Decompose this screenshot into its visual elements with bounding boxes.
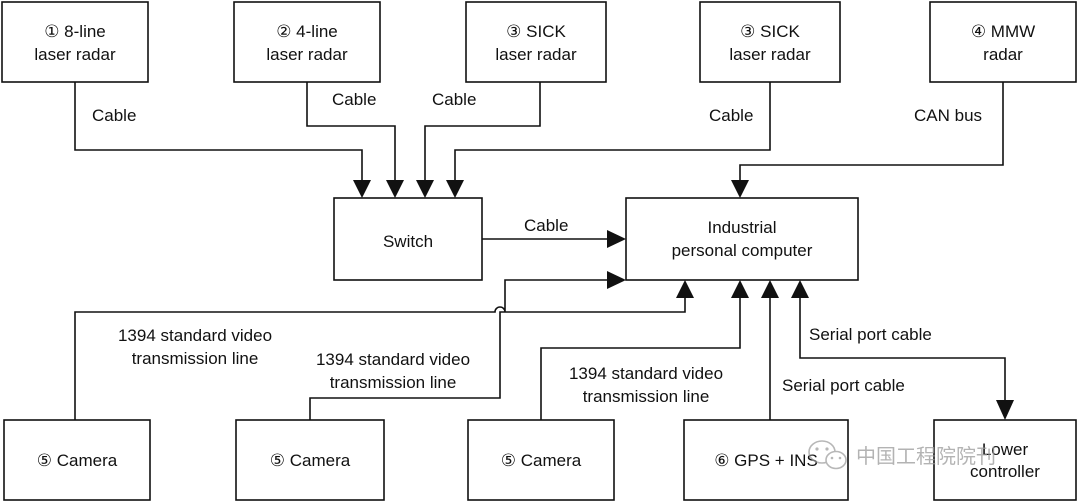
label-lower-serial-cable: Serial port cable xyxy=(809,325,932,344)
wire-sick1-switch xyxy=(424,82,541,182)
node-gps-ins: ⑥ GPS + INS xyxy=(683,419,849,501)
label-sick1-cable: Cable xyxy=(432,90,476,109)
label-camera2-line-2: transmission line xyxy=(330,373,457,392)
label-camera3-line-1: 1394 standard video xyxy=(569,364,723,383)
node-label-line2: laser radar xyxy=(495,45,577,64)
arrowhead xyxy=(731,280,749,298)
node-8-line-laser-radar: ① 8-line laser radar xyxy=(1,1,149,83)
node-sick-laser-radar-1: ③ SICK laser radar xyxy=(465,1,607,83)
watermark: 中国工程院院刊 xyxy=(808,440,996,470)
wire-ipc-lower xyxy=(799,298,1006,400)
node-sick-laser-radar-2: ③ SICK laser radar xyxy=(699,1,841,83)
arrowhead xyxy=(446,180,464,198)
arrowhead xyxy=(386,180,404,198)
node-label-line1: ③ SICK xyxy=(506,22,566,41)
wire-radar4-switch xyxy=(306,82,396,182)
label-camera1-line-2: transmission line xyxy=(132,349,259,368)
wire-sick2-switch xyxy=(454,82,771,182)
wire-mmw-ipc xyxy=(739,82,1004,182)
label-gps-serial-cable: Serial port cable xyxy=(782,376,905,395)
node-switch: Switch xyxy=(333,197,483,281)
label-camera1-line-1: 1394 standard video xyxy=(118,326,272,345)
arrowhead xyxy=(607,271,626,289)
node-label-line1: Lower xyxy=(982,440,1029,459)
arrowhead xyxy=(791,280,809,298)
node-label: ⑥ GPS + INS xyxy=(714,451,818,470)
node-label-line2: laser radar xyxy=(729,45,811,64)
node-camera-3: ⑤ Camera xyxy=(467,419,615,501)
node-label: Switch xyxy=(383,232,433,251)
node-label: ⑤ Camera xyxy=(501,451,582,470)
node-label-line2: controller xyxy=(970,462,1040,481)
node-label-line2: personal computer xyxy=(672,241,813,260)
node-lower-controller: Lower controller xyxy=(933,419,1077,501)
wire-camera2-ipc xyxy=(309,298,686,420)
arrowhead xyxy=(996,400,1014,420)
node-label: ⑤ Camera xyxy=(37,451,118,470)
arrowhead xyxy=(353,180,371,198)
node-label-line1: ② 4-line xyxy=(276,22,338,41)
arrowhead xyxy=(761,280,779,298)
node-camera-1: ⑤ Camera xyxy=(3,419,151,501)
node-industrial-pc: Industrial personal computer xyxy=(625,197,859,281)
node-label-line1: ③ SICK xyxy=(740,22,800,41)
label-camera2-line-1: 1394 standard video xyxy=(316,350,470,369)
node-camera-2: ⑤ Camera xyxy=(235,419,385,501)
wire-radar8-switch xyxy=(74,82,363,182)
node-label-line1: ④ MMW xyxy=(971,22,1035,41)
node-label-line1: Industrial xyxy=(708,218,777,237)
arrowhead xyxy=(416,180,434,198)
label-radar8-cable: Cable xyxy=(92,106,136,125)
label-mmw-can-bus: CAN bus xyxy=(914,106,982,125)
node-4-line-laser-radar: ② 4-line laser radar xyxy=(233,1,381,83)
label-sick2-cable: Cable xyxy=(709,106,753,125)
arrowhead xyxy=(676,280,694,298)
node-mmw-radar: ④ MMW radar xyxy=(929,1,1077,83)
node-label-line1: ① 8-line xyxy=(44,22,106,41)
wire-camera3-ipc xyxy=(540,298,741,420)
node-label-line2: laser radar xyxy=(266,45,348,64)
wechat-icon xyxy=(808,440,847,470)
arrowhead xyxy=(731,180,749,198)
arrowhead xyxy=(607,230,626,248)
connectors xyxy=(74,82,1006,420)
node-label: ⑤ Camera xyxy=(270,451,351,470)
label-switch-cable: Cable xyxy=(524,216,568,235)
arrowheads xyxy=(353,180,1014,420)
watermark-text: 中国工程院院刊 xyxy=(856,445,996,468)
label-radar4-cable: Cable xyxy=(332,90,376,109)
node-label-line2: laser radar xyxy=(34,45,116,64)
node-label-line2: radar xyxy=(983,45,1023,64)
label-camera3-line-2: transmission line xyxy=(583,387,710,406)
